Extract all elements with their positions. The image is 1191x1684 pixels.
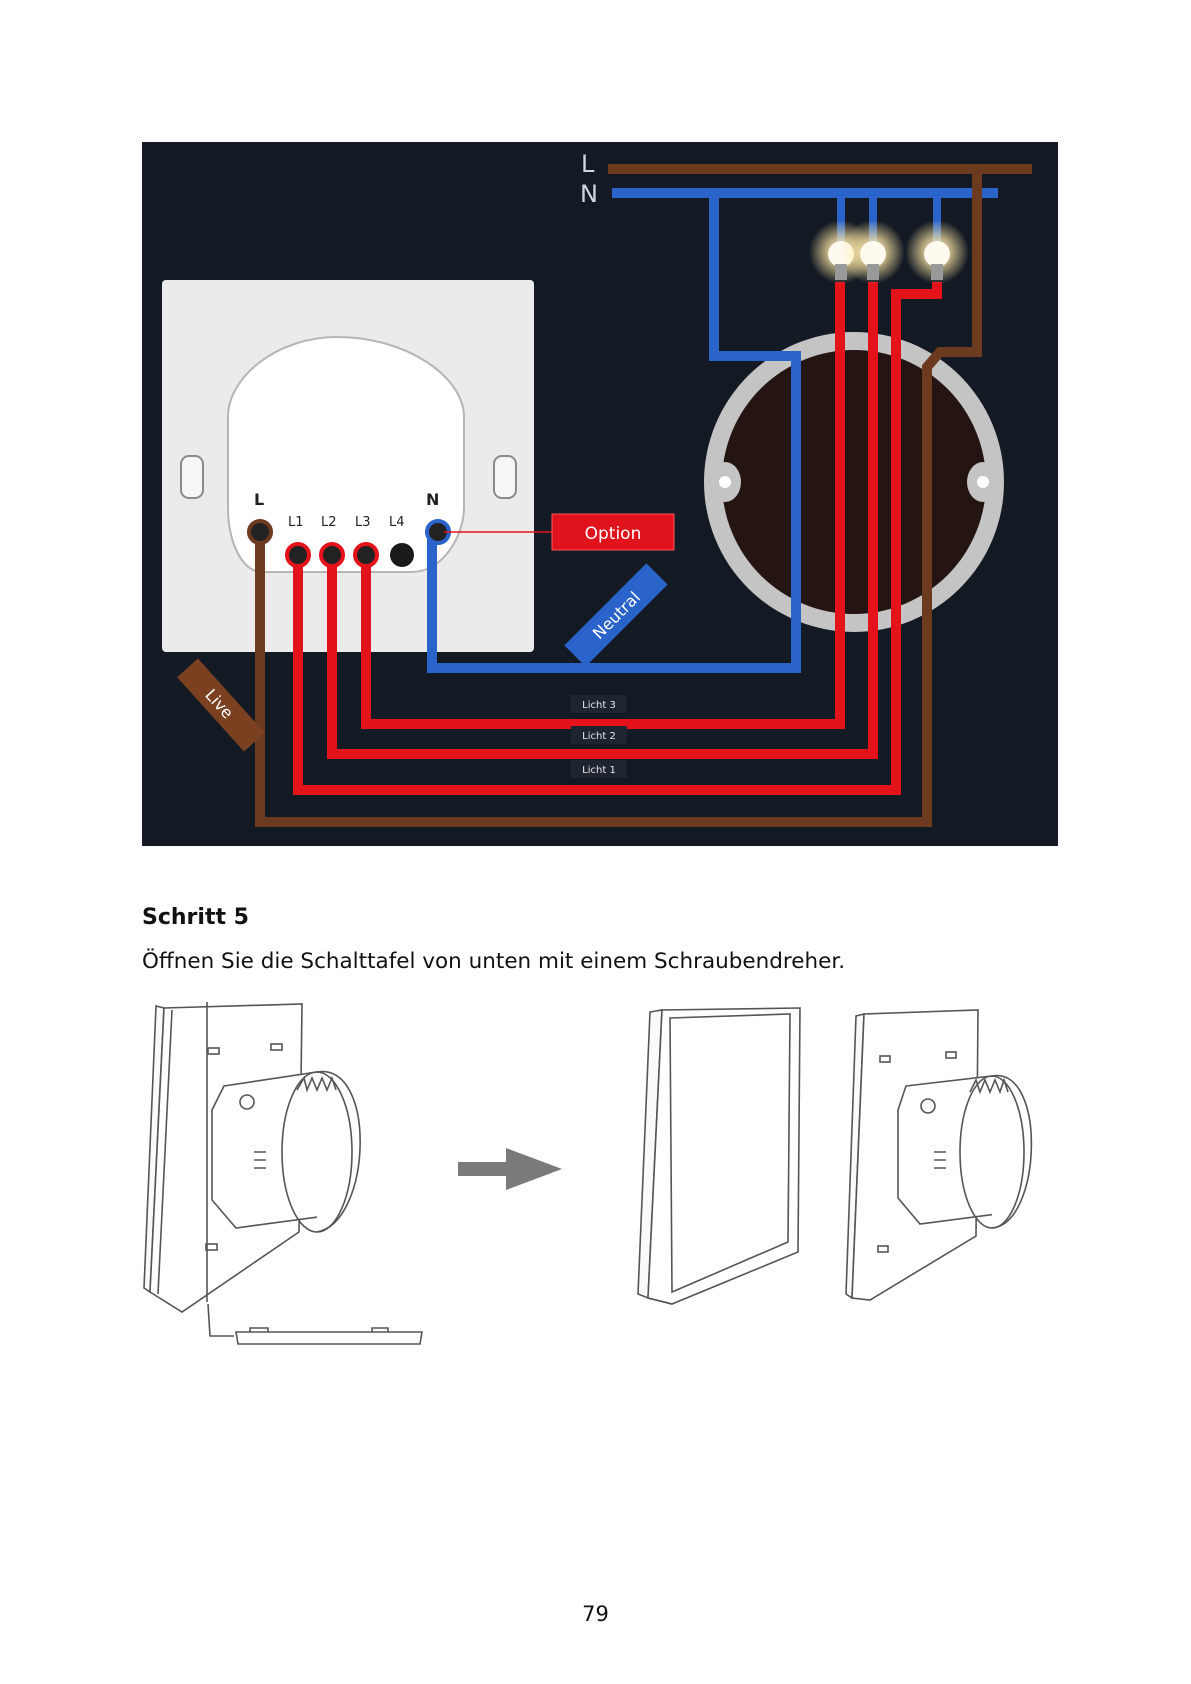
bulb-icon <box>841 220 905 284</box>
step-instruction: Öffnen Sie die Schalttafel von unten mit… <box>142 949 845 974</box>
light-1-label: Licht 1 <box>582 765 616 776</box>
page-number: 79 <box>0 1602 1191 1626</box>
light-2-label: Licht 2 <box>582 731 616 742</box>
arrow-right-icon <box>458 1148 562 1190</box>
switch-opening-illustration <box>142 1002 1058 1372</box>
option-label: Option <box>585 524 642 544</box>
step-heading: Schritt 5 <box>142 905 249 930</box>
terminal-l3 <box>355 544 377 566</box>
terminal-label-l: L <box>254 490 264 509</box>
front-panel-drawing <box>638 1008 800 1304</box>
line-label: L <box>581 150 595 178</box>
terminal-label-l3: L3 <box>355 515 371 530</box>
terminal-label-l4: L4 <box>389 515 405 530</box>
light-3-label: Licht 3 <box>582 700 616 711</box>
neutral-label: N <box>580 180 598 208</box>
wiring-diagram: L N L N L1 L2 L3 L4 Option Neutral Li <box>142 142 1058 846</box>
terminal-label-n: N <box>426 490 439 509</box>
terminal-label-l2: L2 <box>321 515 337 530</box>
terminal-label-l1: L1 <box>288 515 304 530</box>
back-unit-drawing <box>846 1010 1031 1300</box>
terminal-l <box>249 521 271 543</box>
terminal-l4 <box>390 543 414 567</box>
bulb-icon <box>905 220 969 284</box>
switch-closed-drawing <box>144 1002 422 1344</box>
plate-screw-slot-right <box>494 456 516 498</box>
plate-screw-slot-left <box>181 456 203 498</box>
terminal-l2 <box>321 544 343 566</box>
junction-box-interior <box>722 350 986 614</box>
terminal-l1 <box>287 544 309 566</box>
